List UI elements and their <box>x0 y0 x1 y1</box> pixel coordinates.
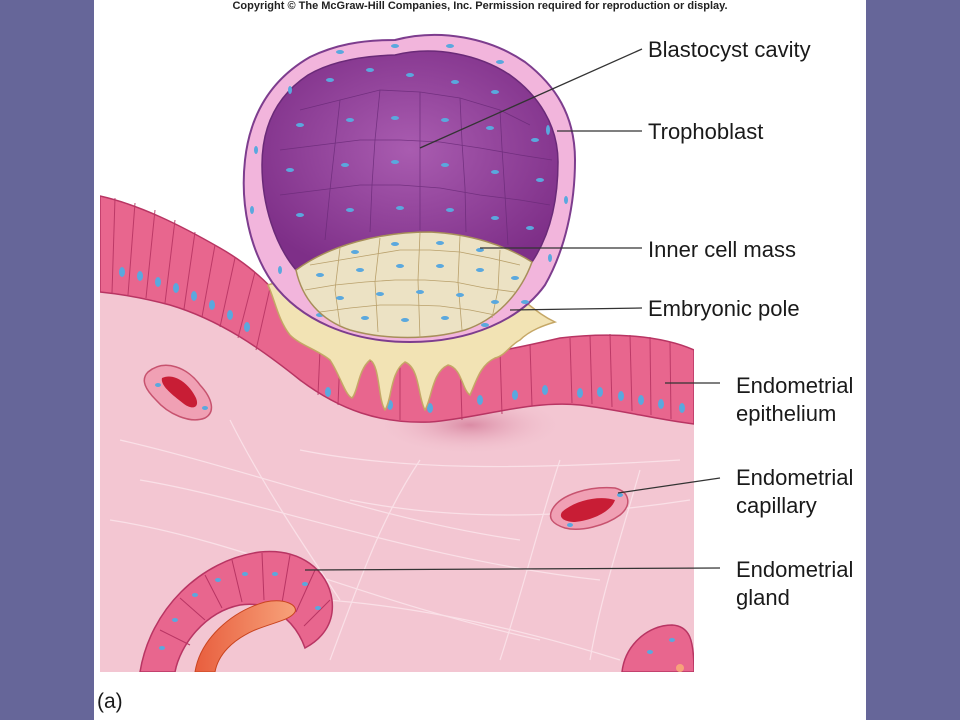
label-endometrial-capillary-line2: capillary <box>736 493 817 518</box>
epithelium-nuclei <box>119 267 685 413</box>
right-margin-bar <box>866 0 960 720</box>
cavity-nuclei <box>286 68 544 230</box>
copyright-notice: Copyright © The McGraw-Hill Companies, I… <box>232 0 728 12</box>
left-margin-bar <box>0 0 94 720</box>
cavity-cell-borders <box>279 89 553 246</box>
epithelium-cell-borders <box>111 197 672 421</box>
capillary-left <box>143 364 213 421</box>
label-endometrial-gland-line1: Endometrial <box>736 557 854 582</box>
endometrial-capillary <box>549 486 629 530</box>
label-embryonic-pole: Embryonic pole <box>648 296 800 321</box>
trophoblast-nuclei <box>250 44 568 335</box>
leader-embryonic-pole <box>509 307 643 311</box>
inner-cell-mass <box>295 231 533 339</box>
label-endometrial-capillary-line1: Endometrial <box>736 465 854 490</box>
leader-endometrial-capillary <box>617 477 721 494</box>
label-trophoblast: Trophoblast <box>648 119 764 144</box>
panel-letter: (a) <box>97 690 123 713</box>
label-inner-cell-mass: Inner cell mass <box>648 237 796 262</box>
inner-cell-mass-borders <box>304 232 521 339</box>
label-endometrial-epithelium-line2: epithelium <box>736 401 837 426</box>
endometrial-gland <box>139 550 334 672</box>
label-endometrial-epithelium-line1: Endometrial <box>736 373 854 398</box>
leader-endometrial-gland <box>304 567 721 571</box>
label-endometrial-gland-line2: gland <box>736 585 790 610</box>
inner-cell-mass-nuclei <box>316 241 519 322</box>
gland-bottom-right <box>621 624 694 672</box>
leader-blastocyst-cavity <box>419 48 643 149</box>
leader-lines <box>304 48 721 571</box>
stroma-fibers <box>109 419 691 661</box>
label-blastocyst-cavity: Blastocyst cavity <box>648 37 811 62</box>
